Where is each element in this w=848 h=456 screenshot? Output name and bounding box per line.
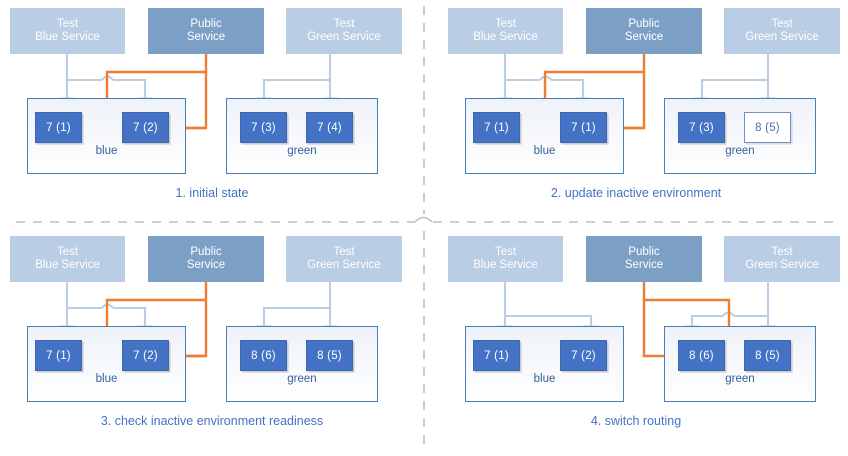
node-blue-2[interactable]: 7 (2) xyxy=(122,340,169,371)
service-public-line1: Public xyxy=(190,245,222,258)
node-green-2[interactable]: 8 (5) xyxy=(306,340,353,371)
panel-1: Test Blue Service Public Service Test Gr… xyxy=(0,0,424,228)
environment-blue-label: blue xyxy=(95,145,118,157)
service-test-green-line1: Test xyxy=(771,245,793,258)
panel-2: Test Blue Service Public Service Test Gr… xyxy=(424,0,848,228)
service-public-line1: Public xyxy=(628,245,660,258)
service-test-blue[interactable]: Test Blue Service xyxy=(448,8,563,54)
service-test-green-line1: Test xyxy=(333,245,355,258)
service-test-blue-line2: Blue Service xyxy=(473,31,538,43)
service-test-green[interactable]: Test Green Service xyxy=(724,236,840,282)
service-test-green-line2: Green Service xyxy=(307,31,381,43)
service-public-line1: Public xyxy=(190,17,222,30)
panel-2-caption: 2. update inactive environment xyxy=(550,186,722,200)
service-public[interactable]: Public Service xyxy=(148,236,264,282)
service-public-line2: Service xyxy=(186,259,226,271)
node-green-1[interactable]: 7 (3) xyxy=(240,112,287,143)
service-test-green[interactable]: Test Green Service xyxy=(286,236,402,282)
service-public[interactable]: Public Service xyxy=(586,8,702,54)
service-test-green-line1: Test xyxy=(333,17,355,30)
node-green-2[interactable]: 8 (5) xyxy=(744,112,791,143)
service-test-blue-line2: Blue Service xyxy=(35,31,100,43)
panel-3: Test Blue Service Public Service Test Gr… xyxy=(0,228,424,456)
environment-green-label: green xyxy=(725,373,755,385)
service-test-blue-line2: Blue Service xyxy=(35,259,100,271)
service-test-blue-line1: Test xyxy=(494,17,517,30)
node-green-1[interactable]: 8 (6) xyxy=(678,340,725,371)
node-green-1[interactable]: 8 (6) xyxy=(240,340,287,371)
node-blue-1[interactable]: 7 (1) xyxy=(473,112,520,143)
environment-green-label: green xyxy=(725,145,755,157)
service-test-blue[interactable]: Test Blue Service xyxy=(448,236,563,282)
panel-3-caption: 3. check inactive environment readiness xyxy=(100,414,324,428)
service-test-green[interactable]: Test Green Service xyxy=(724,8,840,54)
node-blue-1[interactable]: 7 (1) xyxy=(35,112,82,143)
environment-green-label: green xyxy=(287,373,317,385)
service-public-line2: Service xyxy=(624,31,664,43)
node-blue-2[interactable]: 7 (2) xyxy=(122,112,169,143)
service-test-blue-line1: Test xyxy=(494,245,517,258)
service-public-line2: Service xyxy=(624,259,664,271)
environment-green-label: green xyxy=(287,145,317,157)
service-public-line2: Service xyxy=(186,31,226,43)
node-blue-1[interactable]: 7 (1) xyxy=(473,340,520,371)
node-green-2[interactable]: 8 (5) xyxy=(744,340,791,371)
service-test-blue[interactable]: Test Blue Service xyxy=(10,8,125,54)
service-public-line1: Public xyxy=(628,17,660,30)
panel-1-caption: 1. initial state xyxy=(175,186,249,200)
service-test-green-line2: Green Service xyxy=(307,259,381,271)
service-public[interactable]: Public Service xyxy=(586,236,702,282)
node-green-2[interactable]: 7 (4) xyxy=(306,112,353,143)
service-test-green[interactable]: Test Green Service xyxy=(286,8,402,54)
service-test-blue-line1: Test xyxy=(56,17,79,30)
service-test-blue[interactable]: Test Blue Service xyxy=(10,236,125,282)
service-test-blue-line1: Test xyxy=(56,245,79,258)
node-blue-2[interactable]: 7 (1) xyxy=(560,112,607,143)
node-blue-2[interactable]: 7 (2) xyxy=(560,340,607,371)
environment-blue-label: blue xyxy=(95,373,118,385)
service-test-green-line2: Green Service xyxy=(745,259,819,271)
service-test-green-line2: Green Service xyxy=(745,31,819,43)
node-blue-1[interactable]: 7 (1) xyxy=(35,340,82,371)
environment-blue-label: blue xyxy=(533,373,556,385)
panel-4: Test Blue Service Public Service Test Gr… xyxy=(424,228,848,456)
service-test-blue-line2: Blue Service xyxy=(473,259,538,271)
node-green-1[interactable]: 7 (3) xyxy=(678,112,725,143)
service-public[interactable]: Public Service xyxy=(148,8,264,54)
environment-blue-label: blue xyxy=(533,145,556,157)
service-test-green-line1: Test xyxy=(771,17,793,30)
panel-4-caption: 4. switch routing xyxy=(590,414,682,428)
